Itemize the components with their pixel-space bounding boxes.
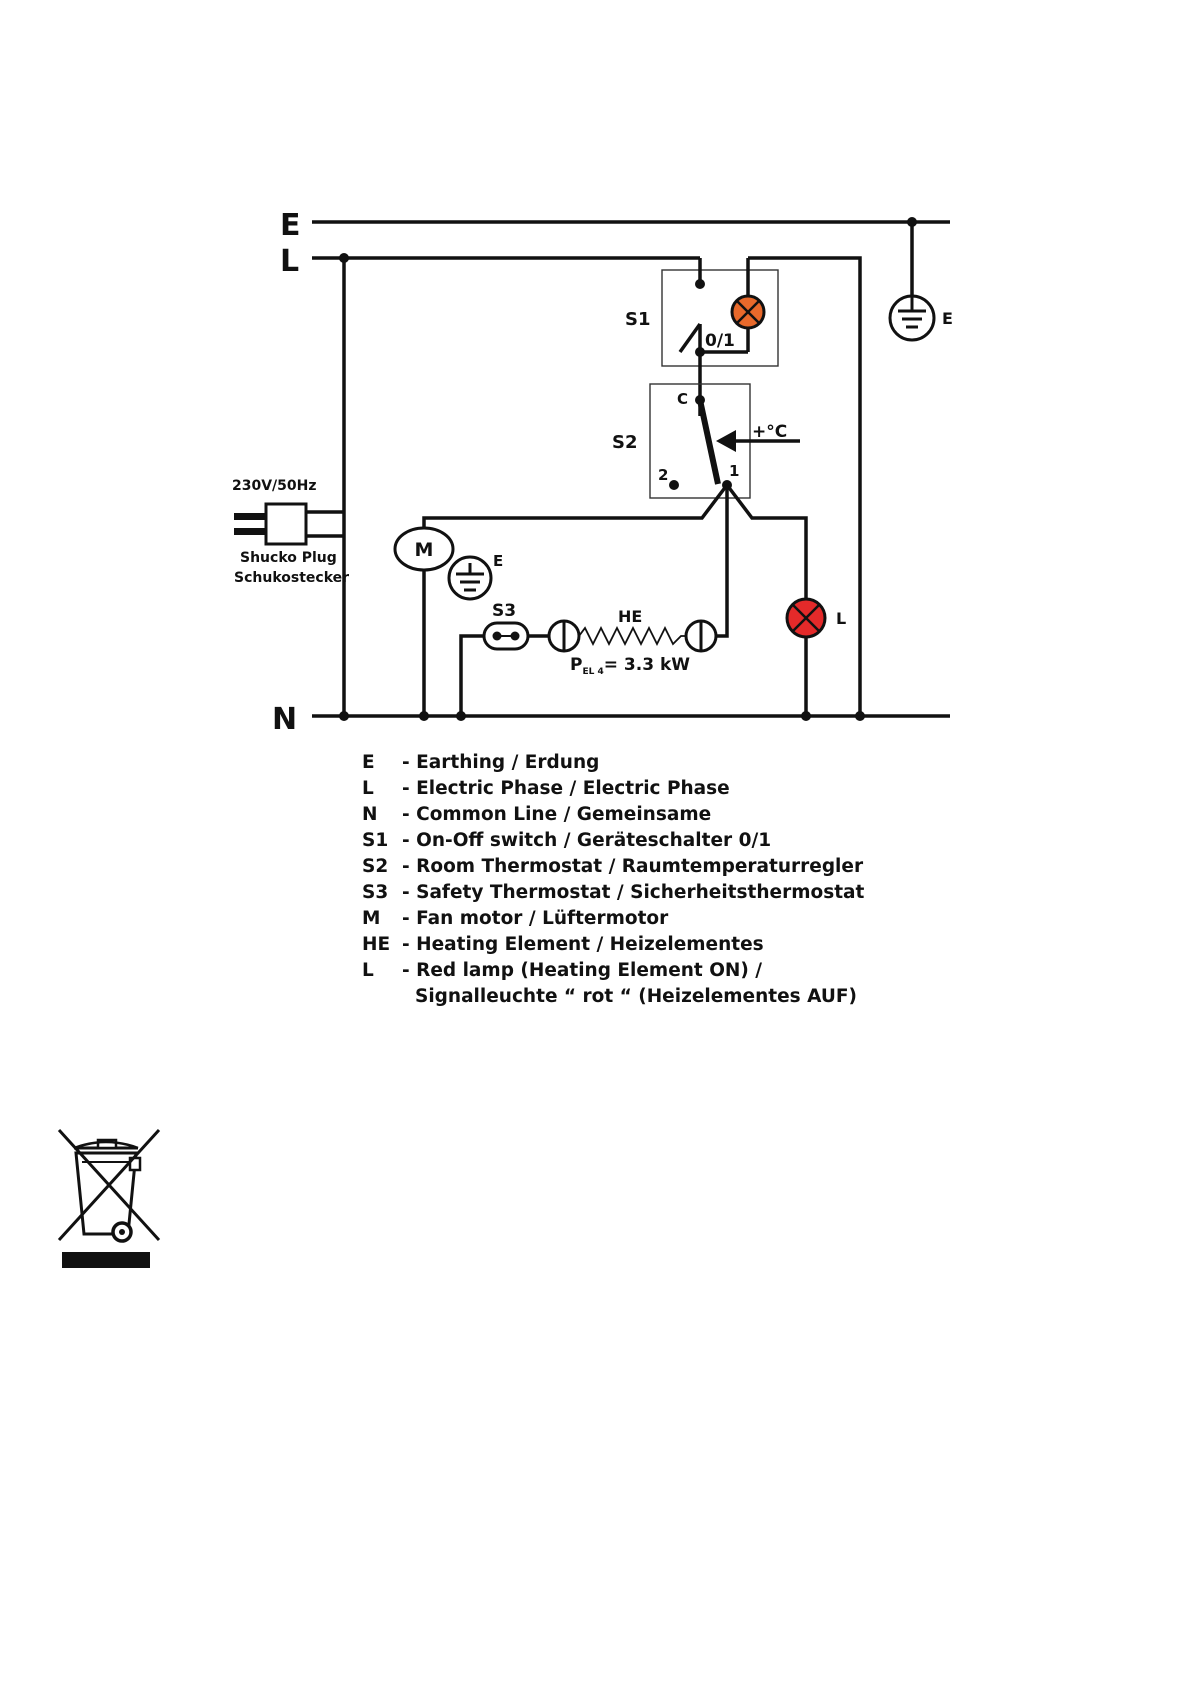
earth-right-label: E: [942, 309, 953, 328]
lamp-label: L: [836, 609, 846, 628]
s2-sense-arrow-icon: [716, 430, 736, 452]
s2-terminal-2: 2: [658, 466, 668, 484]
s1-label: S1: [625, 309, 651, 330]
heater-terminal-left-icon: [547, 619, 581, 653]
crossed-out-wheelie-bin-icon: [57, 1128, 161, 1268]
legend-item: N - Common Line / Gemeinsame: [362, 802, 864, 828]
rail-label-neutral: N: [272, 702, 297, 737]
legend-desc: - Red lamp (Heating Element ON) /: [402, 960, 763, 981]
legend-desc: - Electric Phase / Electric Phase: [402, 778, 730, 799]
earth-symbol-motor-icon: [447, 555, 493, 601]
junction: [456, 711, 466, 721]
s1-position-label: 0/1: [705, 331, 735, 351]
s2-label: S2: [612, 432, 638, 453]
legend-item-continuation: Signalleuchte “ rot “ (Heizelementes AUF…: [362, 984, 864, 1010]
legend-item: S2 - Room Thermostat / Raumtemperaturregl…: [362, 854, 864, 880]
legend-desc: - On-Off switch / Geräteschalter 0/1: [402, 830, 772, 851]
plug-label-1: Shucko Plug: [240, 550, 337, 566]
legend-code: S1: [362, 830, 389, 851]
plug-pin-top: [234, 513, 266, 520]
s2-terminal-1: 1: [729, 462, 739, 480]
legend-desc: - Fan motor / Lüftermotor: [402, 908, 669, 929]
branch-motor: [422, 483, 729, 716]
junction: [801, 711, 811, 721]
s2-lever: [697, 399, 721, 485]
s2-sense-label: +°C: [752, 422, 787, 442]
legend-desc-continuation: Signalleuchte “ rot “ (Heizelementes AUF…: [415, 986, 857, 1007]
s2-contact-2: [669, 480, 679, 490]
legend-item: S3 - Safety Thermostat / Sicherheitstherm…: [362, 880, 864, 906]
junction: [907, 217, 917, 227]
legend-desc: - Safety Thermostat / Sicherheitsthermos…: [402, 882, 865, 903]
s1-lever: [678, 322, 702, 354]
legend-code: L: [362, 778, 374, 799]
legend-desc: - Earthing / Erdung: [402, 752, 600, 773]
rail-label-earth: E: [280, 208, 301, 243]
branch-lamp: [725, 483, 808, 716]
heater-return: [459, 634, 484, 716]
heating-element-coil: [578, 625, 686, 647]
legend-item: L - Red lamp (Heating Element ON) /: [362, 958, 864, 984]
earth-motor-label: E: [493, 552, 503, 570]
legend-desc: - Heating Element / Heizelementes: [402, 934, 764, 955]
branch-heater: [701, 485, 729, 638]
legend-desc: - Common Line / Gemeinsame: [402, 804, 712, 825]
heater-power-value: = 3.3 kW: [604, 655, 691, 675]
junction: [339, 253, 349, 263]
heater-power-prefix: P: [570, 655, 582, 675]
legend-code: S3: [362, 882, 389, 903]
legend-code: N: [362, 804, 378, 825]
motor-label: M: [415, 539, 434, 561]
heater-label: HE: [618, 607, 642, 626]
legend-code: HE: [362, 934, 391, 955]
junction: [339, 711, 349, 721]
s2-terminal-c: C: [677, 390, 688, 408]
s1-indicator-lamp-icon: [730, 294, 766, 330]
s3-label: S3: [492, 601, 516, 621]
legend-item: E - Earthing / Erdung: [362, 750, 864, 776]
legend-item: L - Electric Phase / Electric Phase: [362, 776, 864, 802]
legend-item: S1 - On-Off switch / Geräteschalter 0/1: [362, 828, 864, 854]
plug-pin-bottom: [234, 528, 266, 535]
junction: [419, 711, 429, 721]
fan-motor-icon: [393, 526, 455, 572]
wiring-diagram: E L N 230V/50Hz Shucko Plug Schukostecke…: [232, 208, 953, 737]
legend-code: E: [362, 752, 375, 773]
red-lamp-icon: [785, 597, 827, 639]
earth-symbol-right-icon: [888, 294, 936, 342]
rail-label-phase: L: [280, 244, 299, 279]
legend: E - Earthing / Erdung L - Electric Phase /…: [362, 750, 864, 1010]
plug-wires: [306, 510, 344, 538]
s3-safety-thermostat-icon: [482, 621, 530, 651]
legend-code: S2: [362, 856, 389, 877]
legend-code: M: [362, 908, 381, 929]
supply-voltage: 230V/50Hz: [232, 478, 317, 494]
heater-power: PEL 4= 3.3 kW: [570, 655, 690, 677]
legend-desc: - Room Thermostat / Raumtemperaturregler: [402, 856, 864, 877]
legend-item: HE - Heating Element / Heizelementes: [362, 932, 864, 958]
plug-label-2: Schukostecker: [234, 570, 349, 586]
heater-power-subscript: EL 4: [582, 667, 603, 677]
s1-box: [661, 269, 779, 367]
s1-contact-top: [695, 279, 705, 289]
s1-indicator-wire: [748, 256, 862, 716]
legend-item: M - Fan motor / Lüftermotor: [362, 906, 864, 932]
junction: [855, 711, 865, 721]
heater-terminal-right-icon: [684, 619, 718, 653]
legend-code: L: [362, 960, 374, 981]
plug-body: [264, 502, 308, 546]
